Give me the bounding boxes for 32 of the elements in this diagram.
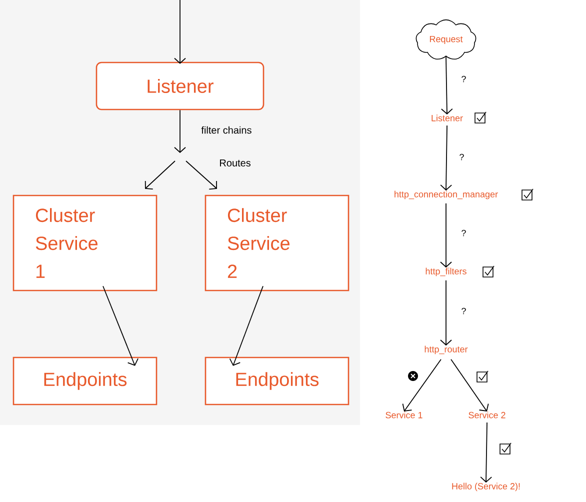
arrow bbox=[440, 56, 453, 114]
edge-label: Routes bbox=[220, 160, 251, 166]
process-box: Cluster Service 1 bbox=[12, 194, 158, 292]
step-label: Hello (Service 2)! bbox=[452, 482, 520, 492]
process-box: Listener bbox=[96, 62, 264, 110]
process-box: Endpoints bbox=[204, 356, 350, 406]
arrow bbox=[440, 280, 452, 346]
process-box: Endpoints bbox=[12, 356, 158, 406]
step-label: Service 2 bbox=[468, 412, 506, 418]
arrow bbox=[440, 202, 452, 268]
step-label: Service 1 bbox=[386, 412, 422, 418]
arrow bbox=[144, 160, 176, 190]
arrow bbox=[440, 125, 452, 191]
arrow bbox=[174, 110, 186, 153]
edge-label: ? bbox=[462, 230, 466, 236]
request-cloud: Request bbox=[416, 19, 476, 60]
edge-label: ? bbox=[462, 76, 466, 82]
arrow bbox=[186, 160, 217, 190]
edge-label: ? bbox=[462, 308, 466, 314]
arrow bbox=[102, 286, 138, 366]
arrow bbox=[402, 358, 442, 412]
edge-label: filter chains bbox=[201, 126, 252, 134]
edge-label: ? bbox=[460, 154, 464, 160]
step-label: http_router bbox=[424, 346, 468, 354]
arrow bbox=[229, 286, 264, 366]
process-box: Cluster Service 2 bbox=[204, 194, 350, 292]
step-label: http_connection_manager bbox=[394, 190, 498, 200]
arrow bbox=[450, 358, 489, 412]
arrow bbox=[174, 0, 186, 64]
arrow bbox=[480, 422, 492, 483]
step-label: http_filters bbox=[426, 268, 466, 276]
step-label: Listener bbox=[432, 114, 463, 122]
